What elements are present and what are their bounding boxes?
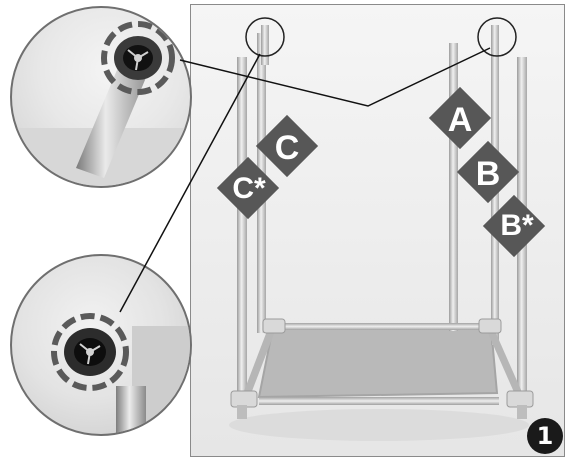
label-c: C xyxy=(265,131,309,165)
leader-line-top xyxy=(180,48,490,106)
label-b: B xyxy=(466,157,510,191)
step-number-badge: 1 xyxy=(527,418,563,454)
label-a: A xyxy=(438,103,482,137)
label-b-star: B* xyxy=(490,211,544,241)
location-circle-left xyxy=(246,18,284,56)
label-c-star: C* xyxy=(222,174,276,204)
